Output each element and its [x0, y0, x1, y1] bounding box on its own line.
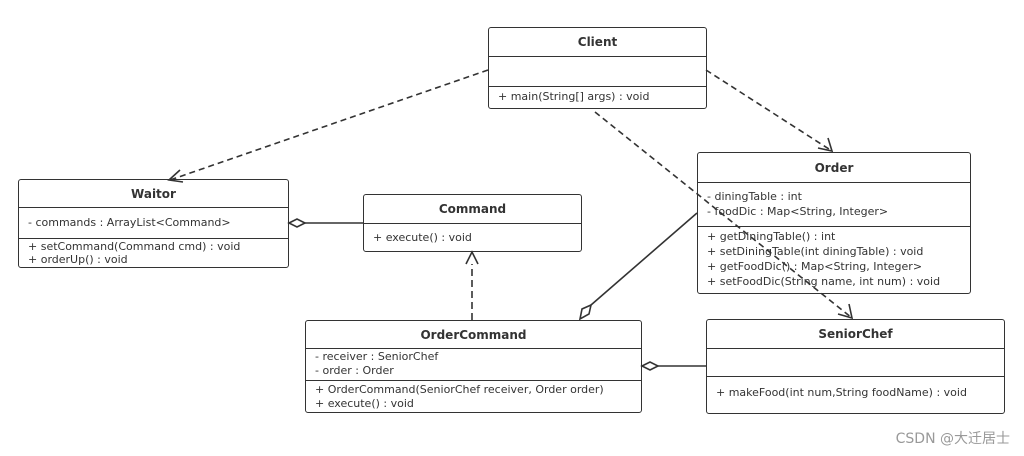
watermark: CSDN @大迁居士	[895, 431, 1010, 447]
methods-section: + main(String[] args) : void	[489, 87, 706, 104]
method: + orderUp() : void	[28, 253, 128, 266]
method: + makeFood(int num,String foodName) : vo…	[716, 386, 967, 399]
class-client[interactable]: Client + main(String[] args) : void	[488, 27, 707, 109]
method: + setCommand(Command cmd) : void	[28, 240, 241, 253]
attributes-section: - receiver : SeniorChef - order : Order	[306, 349, 641, 381]
class-command[interactable]: Command + execute() : void	[363, 194, 582, 252]
aggregation-ordercommand-order	[590, 212, 698, 306]
class-name: Waitor	[19, 180, 288, 208]
dependency-client-waitor	[169, 69, 489, 181]
attribute: - commands : ArrayList<Command>	[28, 216, 231, 229]
methods-section: + OrderCommand(SeniorChef receiver, Orde…	[306, 381, 641, 411]
arrowhead-icon	[817, 137, 834, 153]
attribute: - order : Order	[315, 364, 394, 377]
attribute: - receiver : SeniorChef	[315, 350, 439, 363]
method: + OrderCommand(SeniorChef receiver, Orde…	[315, 383, 604, 396]
class-name: Client	[489, 28, 706, 57]
class-order[interactable]: Order - diningTable : int - foodDic : Ma…	[697, 152, 971, 294]
methods-section: + setCommand(Command cmd) : void + order…	[19, 239, 288, 266]
attributes-section: - commands : ArrayList<Command>	[19, 208, 288, 239]
method: + setDiningTable(int diningTable) : void	[707, 245, 924, 258]
diamond-icon	[287, 218, 307, 228]
methods-section: + execute() : void	[364, 224, 581, 245]
method: + getDiningTable() : int	[707, 230, 836, 243]
class-seniorchef[interactable]: SeniorChef + makeFood(int num,String foo…	[706, 319, 1005, 414]
class-ordercommand[interactable]: OrderCommand - receiver : SeniorChef - o…	[305, 320, 642, 413]
class-waitor[interactable]: Waitor - commands : ArrayList<Command> +…	[18, 179, 289, 268]
method: + execute() : void	[373, 231, 472, 244]
attribute: - foodDic : Map<String, Integer>	[707, 205, 889, 218]
triangle-icon	[465, 250, 479, 265]
attributes-section: - diningTable : int - foodDic : Map<Stri…	[698, 183, 970, 227]
class-name: Command	[364, 195, 581, 224]
method: + getFoodDic() : Map<String, Integer>	[707, 260, 923, 273]
method: + execute() : void	[315, 397, 414, 410]
attributes-section	[707, 349, 1004, 377]
diamond-icon	[640, 361, 660, 371]
attribute: - diningTable : int	[707, 190, 802, 203]
dependency-client-order	[705, 69, 833, 152]
class-name: OrderCommand	[306, 321, 641, 349]
method: + main(String[] args) : void	[498, 90, 650, 103]
arrowhead-icon	[837, 303, 854, 320]
diamond-icon	[578, 303, 593, 321]
class-name: Order	[698, 153, 970, 183]
methods-section: + makeFood(int num,String foodName) : vo…	[707, 377, 1004, 400]
attributes-section	[489, 57, 706, 87]
class-name: SeniorChef	[707, 320, 1004, 349]
method: + setFoodDic(String name, int num) : voi…	[707, 275, 941, 288]
methods-section: + getDiningTable() : int + setDiningTabl…	[698, 227, 970, 289]
